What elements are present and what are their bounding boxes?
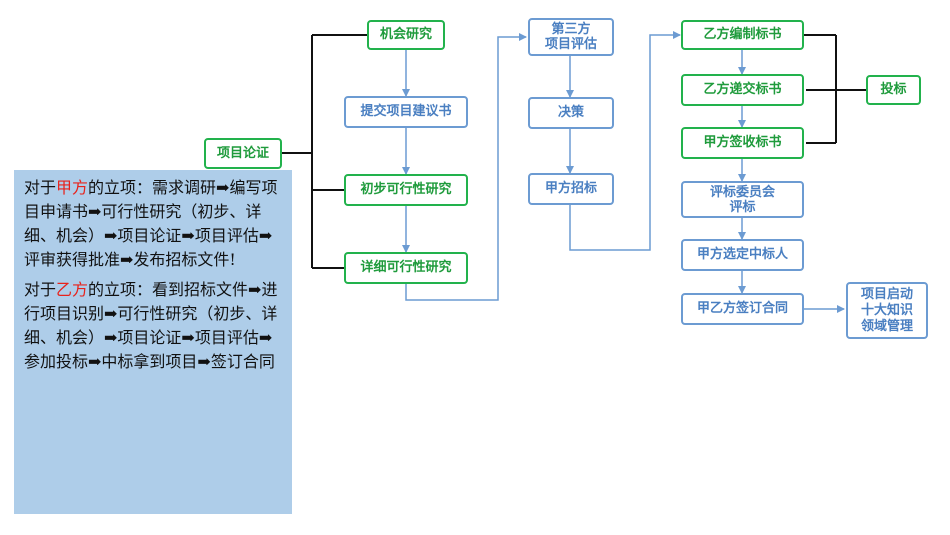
node-jiafang-xuanding: 甲方选定中标人: [681, 239, 804, 271]
node-jiayi-qianding: 甲乙方签订合同: [681, 293, 804, 325]
node-tijiao-jianyishu: 提交项目建议书: [344, 96, 468, 128]
node-jiafang-zhaobiao: 甲方招标: [528, 173, 614, 205]
note-yifang: 对于乙方的立项：看到招标文件➡进行项目识别➡可行性研究（初步、详细、机会）➡项目…: [24, 280, 278, 371]
node-yifang-dijiao: 乙方递交标书: [681, 74, 804, 106]
note-jiafang: 对于甲方的立项：需求调研➡编写项目申请书➡可行性研究（初步、详细、机会）➡项目论…: [24, 178, 278, 269]
node-jiafang-qianshou: 甲方签收标书: [681, 127, 804, 159]
node-xiangxi-kexing: 详细可行性研究: [344, 252, 468, 284]
node-pingbiao: 评标委员会 评标: [681, 181, 804, 218]
node-juece: 决策: [528, 97, 614, 129]
node-jihui-yanjiu: 机会研究: [367, 20, 445, 50]
node-chubu-kexing: 初步可行性研究: [344, 174, 468, 206]
node-yifang-bianzhi: 乙方编制标书: [681, 20, 804, 50]
node-disanfang-pinggu: 第三方 项目评估: [528, 18, 614, 56]
node-xiangmu-qidong: 项目启动 十大知识 领域管理: [846, 282, 928, 339]
node-xiangmu-lunzheng: 项目论证: [204, 138, 282, 169]
node-toubiao: 投标: [866, 75, 921, 105]
note-panel: 对于甲方的立项：需求调研➡编写项目申请书➡可行性研究（初步、详细、机会）➡项目论…: [14, 170, 292, 514]
